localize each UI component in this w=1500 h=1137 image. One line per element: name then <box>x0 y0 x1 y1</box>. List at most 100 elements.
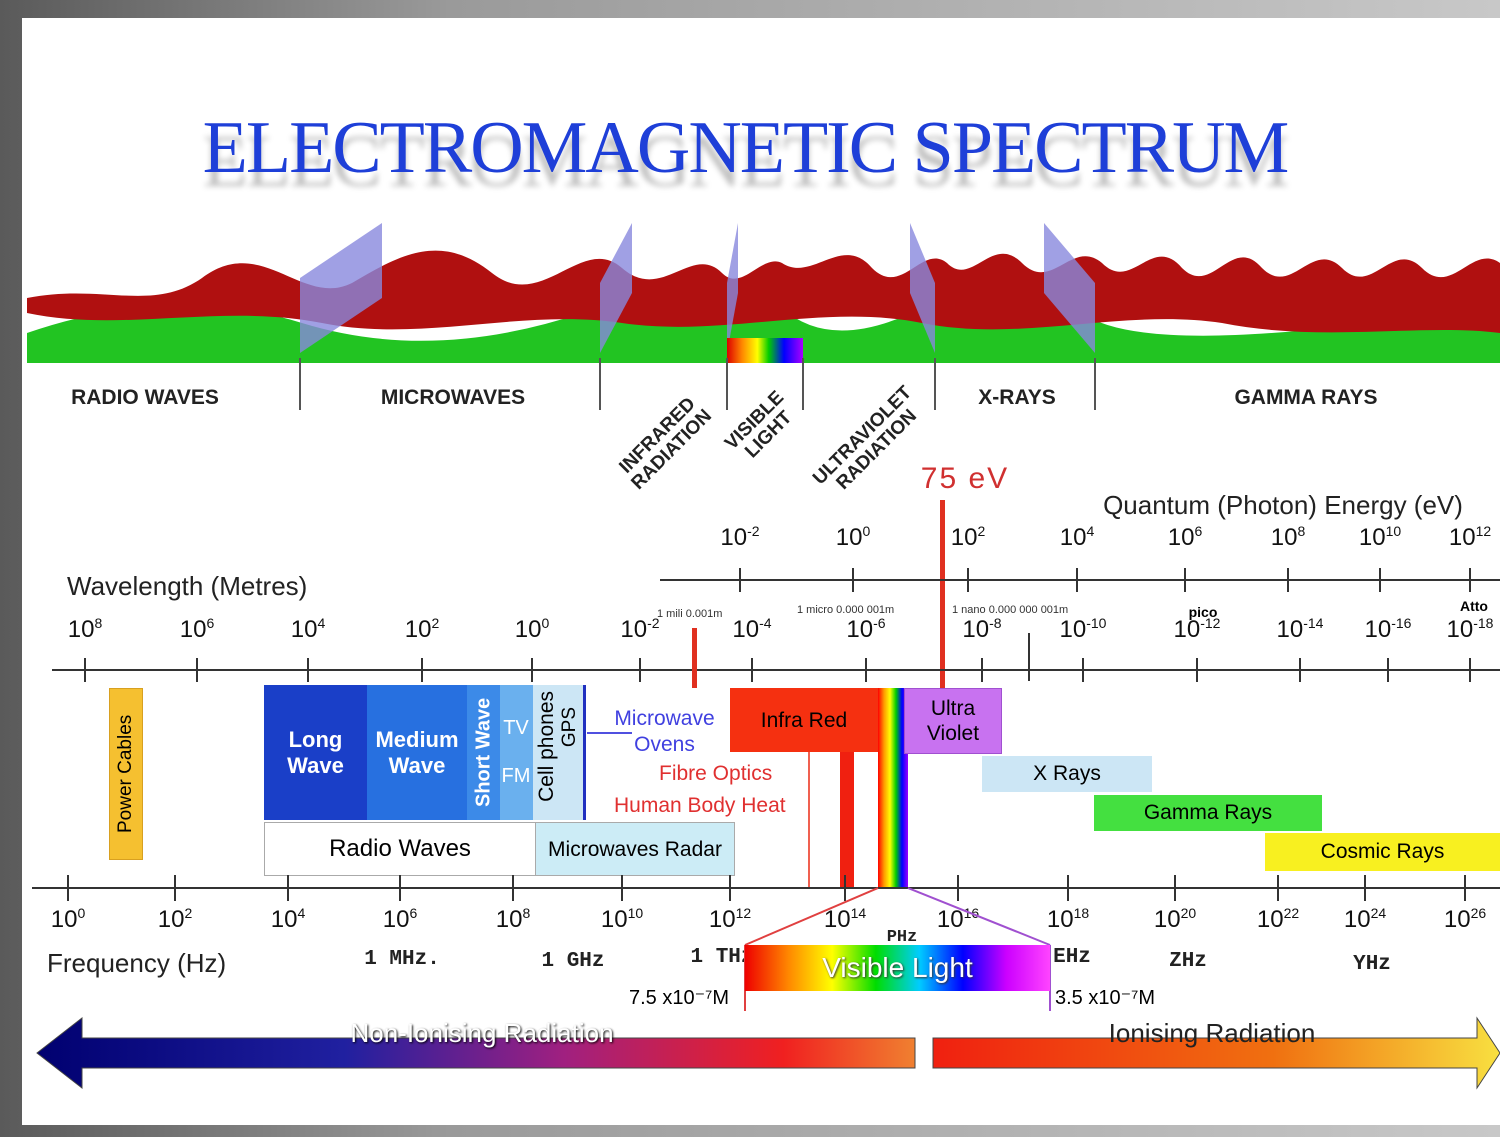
tick-base: 10 <box>495 906 523 933</box>
frequency-axis <box>32 887 1500 889</box>
band-tv: TV <box>503 717 529 739</box>
wavelength-axis <box>52 669 1500 671</box>
tick-base: 10 <box>382 906 410 933</box>
wavelength-tick-mark <box>196 658 198 682</box>
tick-exponent: 22 <box>1283 905 1300 921</box>
tick-exponent: -4 <box>759 615 772 631</box>
wavelength-tick-label: 106 <box>180 615 215 644</box>
tick-base: 10 <box>1270 524 1298 551</box>
tick-exponent: 4 <box>297 905 306 921</box>
tick-exponent: 0 <box>541 615 550 631</box>
region-gamma-rays: GAMMA RAYS <box>1234 386 1378 409</box>
band-cell-phones-gps: Cell phones GPS <box>533 685 583 820</box>
frequency-tick-label: 108 <box>496 905 531 934</box>
divider-plane <box>727 223 738 353</box>
label-microwave-ovens: Microwave Ovens <box>614 707 715 756</box>
frequency-tick-label: 1010 <box>601 905 643 934</box>
tick-exponent: 8 <box>94 615 103 631</box>
tick-exponent: 8 <box>522 905 531 921</box>
unit-thz: 1 THz <box>690 946 754 969</box>
wavelength-tick-label: 10-14 <box>1277 615 1324 644</box>
tick-base: 10 <box>1059 616 1087 643</box>
wavelength-tick-label: 10-8 <box>962 615 1001 644</box>
energy-tick-label: 1012 <box>1449 523 1491 552</box>
label-human-body-heat: Human Body Heat <box>614 794 786 817</box>
region-divider <box>934 358 936 410</box>
tick-base: 10 <box>157 906 185 933</box>
band-gamma-rays: Gamma Rays <box>1094 795 1322 831</box>
tick-base: 10 <box>1364 616 1392 643</box>
divider-plane <box>1044 223 1095 353</box>
wavelength-tick-mark <box>1299 658 1301 682</box>
tick-exponent: -2 <box>747 523 760 539</box>
note-micro: 1 micro 0.000 001m <box>797 604 895 616</box>
frequency-tick-label: 102 <box>158 905 193 934</box>
frequency-tick-label: 106 <box>383 905 418 934</box>
unit-phz: PHz <box>886 928 918 947</box>
energy-marker-label: 75 eV <box>920 462 1010 495</box>
unit-ehz: EHz <box>1053 946 1091 969</box>
tick-exponent: 8 <box>1297 523 1306 539</box>
tick-exponent: -8 <box>989 615 1002 631</box>
region-divider <box>1094 358 1096 410</box>
infrared-bar <box>840 752 854 887</box>
wavelength-tick-mark <box>1196 658 1198 682</box>
label-ionising: Ionising Radiation <box>1108 1018 1316 1048</box>
wavelength-tick-mark <box>84 658 86 682</box>
energy-tick-label: 106 <box>1168 523 1203 552</box>
tick-exponent: -10 <box>1086 615 1107 631</box>
wavelength-tick-label: 102 <box>405 615 440 644</box>
wavelength-tick-label: 10-10 <box>1060 615 1107 644</box>
band-microwaves-radar: Microwaves Radar <box>535 822 735 876</box>
wavelength-axis-label: Wavelength (Metres) <box>67 571 308 601</box>
tick-base: 10 <box>846 616 874 643</box>
energy-tick-mark <box>967 568 969 592</box>
red-wave <box>27 250 1500 333</box>
tick-base: 10 <box>1167 524 1195 551</box>
frequency-tick-label: 1022 <box>1257 905 1299 934</box>
tick-exponent: 12 <box>735 905 752 921</box>
nano-marker <box>1028 633 1030 681</box>
frequency-tick-mark <box>174 875 176 901</box>
tick-exponent: 26 <box>1470 905 1487 921</box>
tick-exponent: 24 <box>1370 905 1387 921</box>
tick-base: 10 <box>1276 616 1304 643</box>
energy-tick-mark <box>1184 568 1186 592</box>
tick-base: 10 <box>1358 524 1386 551</box>
energy-tick-mark <box>739 568 741 592</box>
frequency-tick-label: 100 <box>51 905 86 934</box>
energy-tick-mark <box>1469 568 1471 592</box>
tick-exponent: -18 <box>1473 615 1494 631</box>
tick-base: 10 <box>823 906 851 933</box>
band-x-rays: X Rays <box>982 756 1152 792</box>
non-ionising-arrow <box>36 1016 916 1090</box>
tick-exponent: 2 <box>184 905 193 921</box>
page-title: ELECTROMAGNETIC SPECTRUM <box>202 107 1290 189</box>
frequency-tick-mark <box>1364 875 1366 901</box>
band-fm: FM <box>501 765 531 787</box>
energy-tick-mark <box>1379 568 1381 592</box>
wavelength-tick-label: 10-4 <box>732 615 771 644</box>
frequency-tick-mark <box>729 875 731 901</box>
wavelength-tick-mark <box>639 658 641 682</box>
wavelength-tick-mark <box>307 658 309 682</box>
wavelength-tick-mark <box>865 658 867 682</box>
note-atto: Atto <box>1460 598 1488 614</box>
tick-base: 10 <box>708 906 736 933</box>
tick-base: 10 <box>1256 906 1284 933</box>
band-long-wave: Long Wave <box>264 685 367 820</box>
wavelength-tick-label: 108 <box>68 615 103 644</box>
tick-exponent: -6 <box>873 615 886 631</box>
visible-spectrum-strip <box>727 338 803 363</box>
wavelength-tick-label: 104 <box>291 615 326 644</box>
tick-base: 10 <box>67 616 95 643</box>
energy-tick-label: 10-2 <box>720 523 759 552</box>
tick-exponent: 0 <box>77 905 86 921</box>
tick-base: 10 <box>290 616 318 643</box>
note-pico: pico <box>1188 604 1218 620</box>
visible-long-end: 7.5 x10⁻⁷M <box>629 987 730 1009</box>
frequency-tick-label: 104 <box>271 905 306 934</box>
tick-base: 10 <box>514 616 542 643</box>
band-cosmic-rays: Cosmic Rays <box>1265 833 1500 871</box>
note-nano: 1 nano 0.000 000 001m <box>952 604 1069 616</box>
